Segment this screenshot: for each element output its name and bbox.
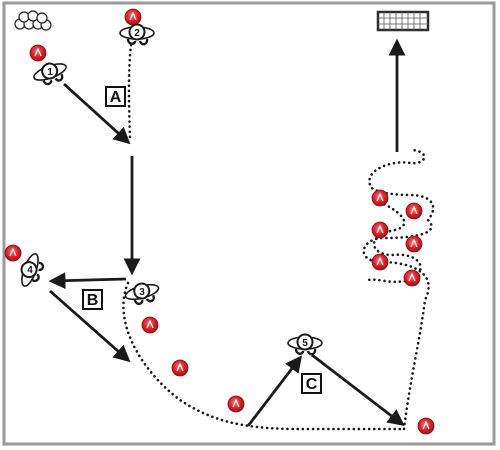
cone-icon xyxy=(227,395,245,413)
player-icon: 2 xyxy=(119,23,155,46)
run-path-dribble xyxy=(362,148,435,431)
cone-icon xyxy=(405,235,423,253)
player-number: 2 xyxy=(134,28,140,39)
player-number: 3 xyxy=(139,287,145,298)
phase-label-a: A xyxy=(105,86,126,107)
pass-arrow-3-to-4 xyxy=(48,272,127,290)
phase-label-b: B xyxy=(82,289,103,310)
cone-icon xyxy=(371,253,389,271)
players-group: 1 2 3 4 5 xyxy=(20,23,323,356)
pass-arrow-to-5 xyxy=(246,355,303,427)
cone-icon xyxy=(405,202,423,220)
pass-arrow-1-to-a xyxy=(63,82,131,145)
player-number: 5 xyxy=(302,338,308,349)
ball-pile-icon xyxy=(14,10,52,31)
run-path-player-3 xyxy=(122,281,406,431)
player-icon: 3 xyxy=(124,282,160,306)
run-path-dribble-slalom-inner xyxy=(366,198,422,284)
field-border xyxy=(2,1,496,446)
cone-icon xyxy=(4,244,22,262)
cone-icon xyxy=(124,8,142,26)
pass-arrow-5-to-run xyxy=(311,353,405,427)
cones-group xyxy=(4,8,435,435)
phase-label-c-text: C xyxy=(306,376,318,393)
run-path-player-2 xyxy=(127,43,133,140)
pass-arrow-4-to-b xyxy=(49,289,131,363)
cone-icon xyxy=(141,316,159,334)
phase-label-a-text: A xyxy=(110,89,122,106)
cone-icon xyxy=(171,359,189,377)
phase-label-c: C xyxy=(301,373,322,394)
cone-icon xyxy=(371,189,389,207)
cone-icon xyxy=(403,269,421,287)
cone-icon xyxy=(29,44,47,62)
cone-icon xyxy=(417,417,435,435)
goal-icon xyxy=(376,10,430,32)
cone-icon xyxy=(371,221,389,239)
player-number: 4 xyxy=(27,265,33,276)
player-icon: 5 xyxy=(287,333,323,356)
player-number: 1 xyxy=(47,67,53,78)
player-icon: 1 xyxy=(33,62,67,86)
phase-label-b-text: B xyxy=(87,292,99,309)
player-icon: 4 xyxy=(20,253,45,287)
